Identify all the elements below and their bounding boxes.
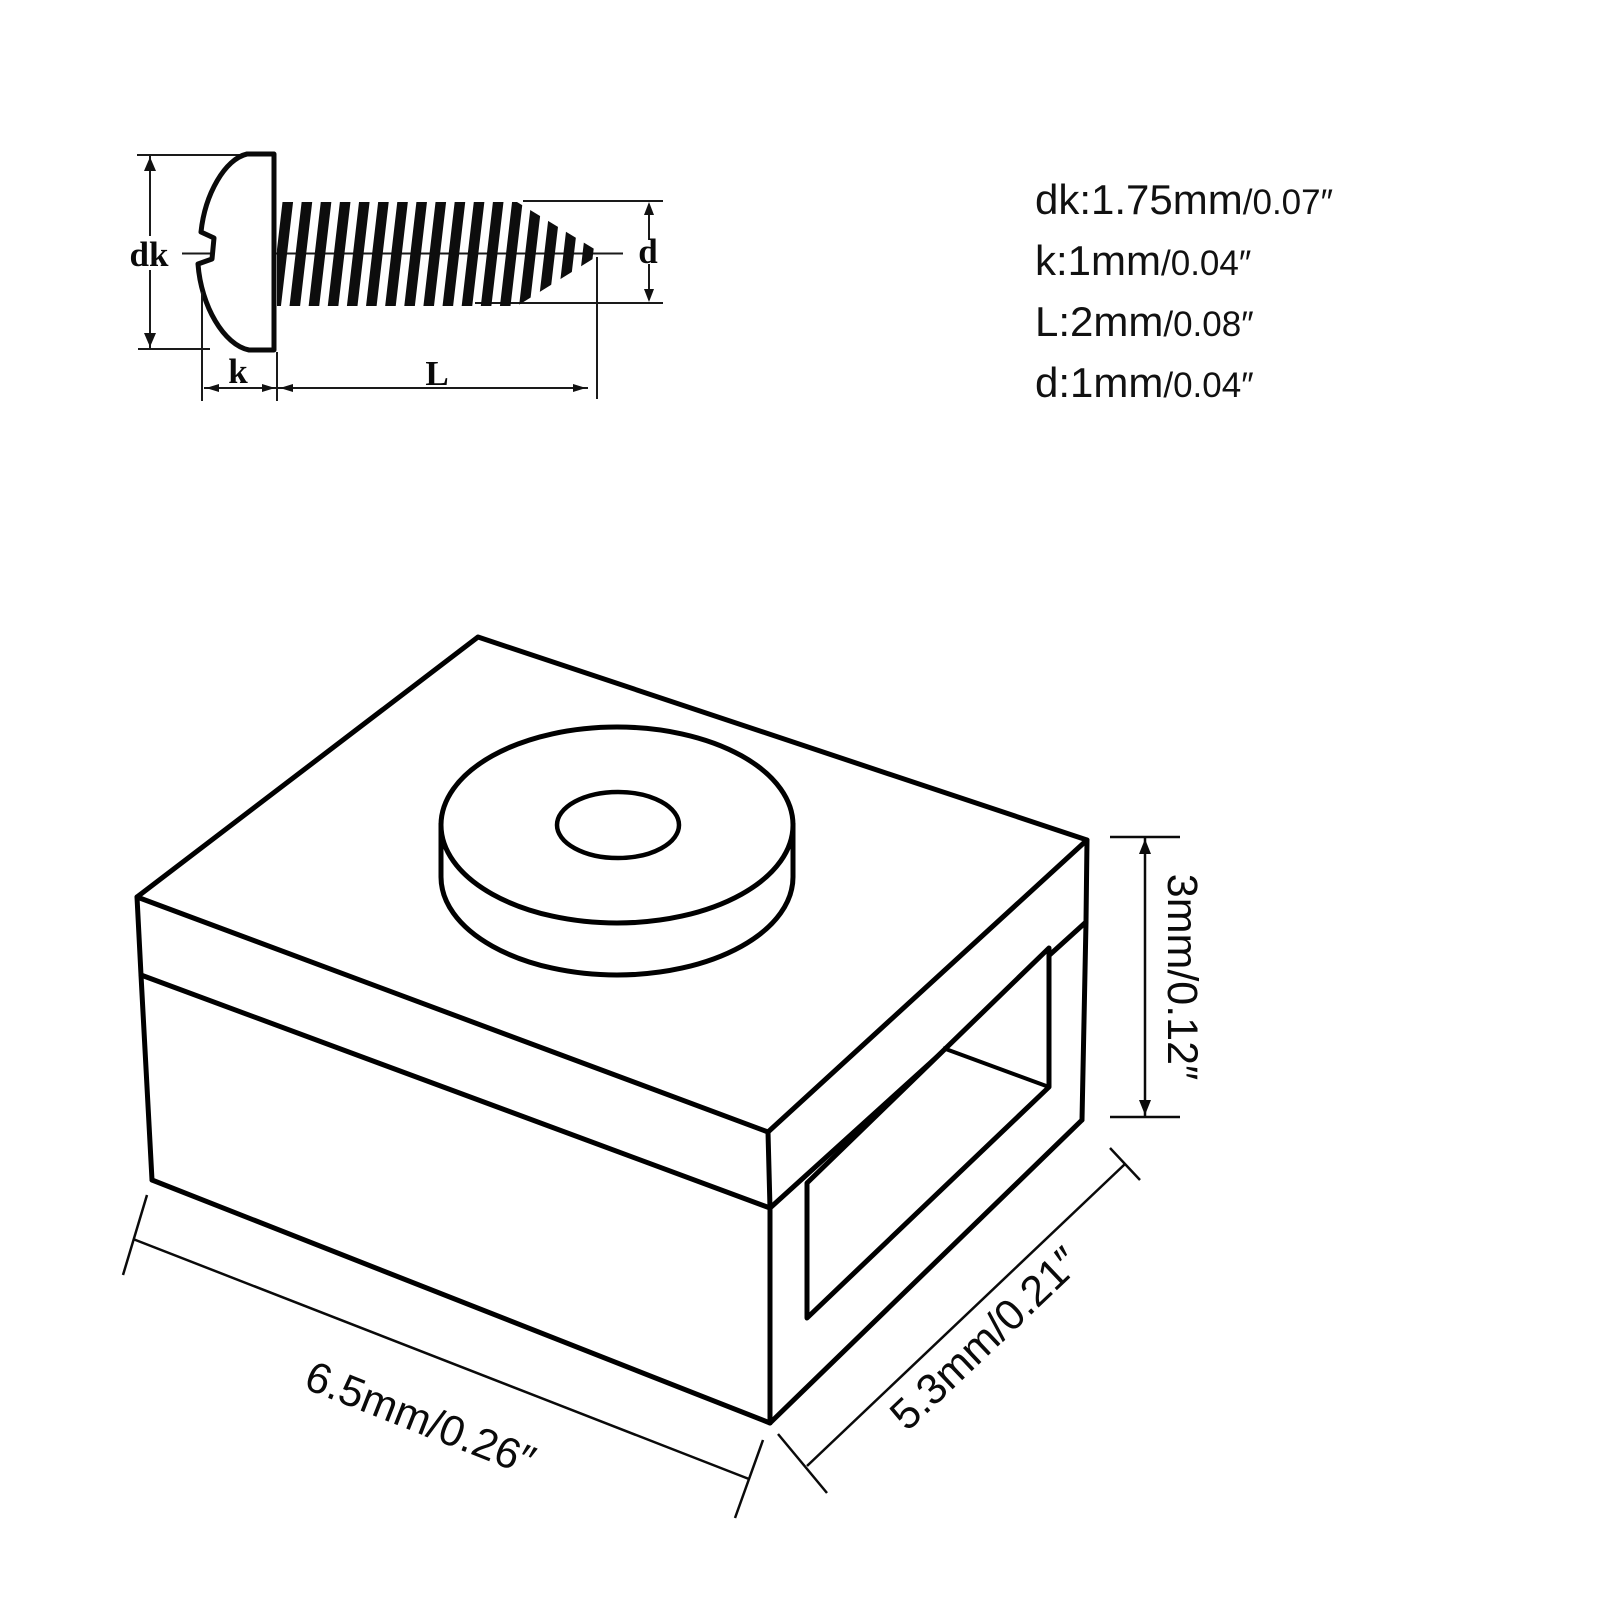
- dk-arrow-down: [144, 333, 156, 347]
- screw-side-view: dk d k: [126, 151, 663, 401]
- l-arrow-left: [280, 384, 293, 392]
- bottom-edge-right: [767, 1117, 1085, 1426]
- l-arrow-right: [573, 384, 586, 392]
- dk-dimension: dk: [126, 154, 247, 350]
- plate-front-edge: [765, 1129, 773, 1426]
- screw-head-outline: [195, 151, 277, 353]
- d-arrow-down: [644, 289, 654, 302]
- spec-dk-metric: dk:1.75mm: [1035, 176, 1243, 223]
- dk-label-backing: [126, 236, 173, 270]
- spec-list: dk:1.75mm/0.07″ k:1mm/0.04″ L:2mm/0.08″ …: [1035, 176, 1333, 406]
- height-arrow-up: [1139, 839, 1151, 854]
- dk-arrow-up: [144, 157, 156, 171]
- width-tick-left: [121, 1194, 149, 1276]
- d-dimension: d: [638, 202, 658, 302]
- opening-interior-edge: [942, 1046, 1050, 1089]
- d-arrow-up: [644, 202, 654, 215]
- plate-right-edge: [1079, 837, 1090, 1123]
- k-arrow-left: [206, 384, 219, 392]
- dk-label: dk: [130, 235, 169, 274]
- l-label: L: [425, 354, 448, 393]
- screw-thread-shaft: [277, 202, 596, 306]
- k-arrow-right: [262, 384, 275, 392]
- spec-l-metric: L:2mm: [1035, 298, 1163, 345]
- plate-isometric-view: 6.5mm/0.26″ 5.3mm/0.21″ 3mm/0.12″: [121, 634, 1206, 1519]
- spec-k-inch: /0.04″: [1161, 244, 1251, 283]
- bottom-edge-left: [149, 1177, 773, 1426]
- width-dimension-line: [132, 1237, 750, 1481]
- k-label: k: [228, 352, 248, 391]
- depth-tick-left: [777, 1433, 828, 1494]
- height-arrow-down: [1139, 1100, 1151, 1115]
- spec-line-d: d:1mm/0.04″: [1035, 359, 1254, 406]
- width-dimension: 6.5mm/0.26″: [121, 1194, 765, 1519]
- spec-k-metric: k:1mm: [1035, 237, 1161, 284]
- spec-line-dk: dk:1.75mm/0.07″: [1035, 176, 1333, 223]
- height-dimension: 3mm/0.12″: [1110, 835, 1206, 1119]
- spec-line-l: L:2mm/0.08″: [1035, 298, 1254, 345]
- rim-bottom-left: [138, 972, 773, 1211]
- height-dimension-label: 3mm/0.12″: [1158, 874, 1206, 1080]
- width-dimension-label: 6.5mm/0.26″: [299, 1352, 542, 1485]
- spec-dk-inch: /0.07″: [1243, 183, 1333, 222]
- spec-d-inch: /0.04″: [1163, 366, 1253, 405]
- k-dimension: k: [201, 292, 277, 401]
- d-label: d: [638, 232, 658, 271]
- spec-line-k: k:1mm/0.04″: [1035, 237, 1251, 284]
- spec-d-metric: d:1mm: [1035, 359, 1163, 406]
- l-dimension: L: [276, 257, 598, 401]
- plate-left-edge: [134, 894, 155, 1183]
- stud-center-hole: [554, 789, 682, 861]
- depth-dimension-line: [806, 1163, 1126, 1467]
- spec-l-inch: /0.08″: [1163, 305, 1253, 344]
- depth-dimension-label: 5.3mm/0.21″: [881, 1238, 1090, 1440]
